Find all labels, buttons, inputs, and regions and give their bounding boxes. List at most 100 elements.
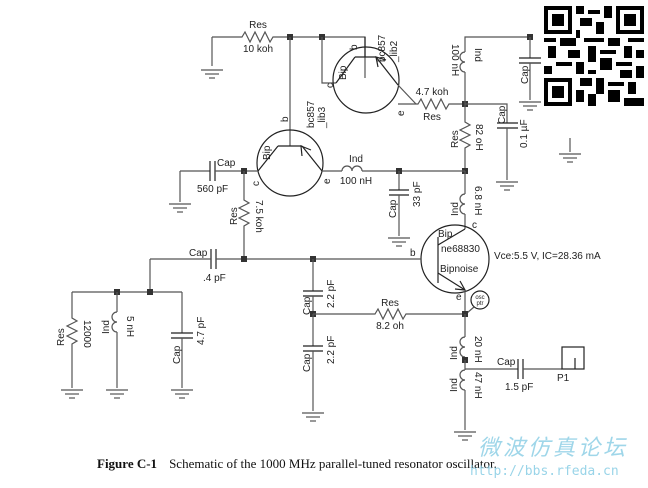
emitter-pin-label: e bbox=[322, 178, 333, 184]
oscillator-probe[interactable]: osc ptr bbox=[466, 290, 490, 314]
resistor-12000[interactable]: Res 12000 bbox=[56, 292, 92, 399]
capacitor-value-label: 2.2 pF bbox=[326, 336, 337, 364]
capacitor-4-7pf[interactable]: Cap 4.7 pF bbox=[170, 292, 207, 399]
model-label: bc857 bbox=[377, 34, 388, 62]
capacitor-type-label: Cap bbox=[497, 357, 516, 368]
capacitor-value-label: 4.7 pF bbox=[196, 317, 207, 345]
capacitor-type-label: Cap bbox=[388, 199, 399, 218]
capacitor-type-label: Cap bbox=[497, 105, 508, 124]
inductor-type-label: Ind bbox=[101, 320, 112, 334]
ground-icon bbox=[453, 431, 477, 441]
transistor-bc857-lib2[interactable]: b Bip c e bc857 _lib2 bbox=[325, 34, 417, 116]
capacitor-type-label: Cap bbox=[302, 296, 313, 315]
junction-dot bbox=[147, 289, 153, 295]
inductor-5nh[interactable]: Ind 5 nH bbox=[101, 292, 135, 399]
ground-icon bbox=[387, 237, 411, 247]
inductor-type-label: Ind bbox=[450, 202, 461, 216]
resistor-type-label: Res bbox=[229, 207, 240, 225]
inductor-value-label: 100 nH bbox=[449, 44, 460, 76]
resistor-type-label: Res bbox=[423, 112, 441, 123]
collector-pin-label: c bbox=[251, 181, 262, 186]
qr-code-icon bbox=[544, 6, 644, 106]
transistor-ne68830[interactable]: Bip ne68830 Bipnoise c b e bbox=[410, 220, 490, 303]
resistor-type-label: Res bbox=[56, 328, 67, 346]
model-label: ne68830 bbox=[441, 244, 480, 255]
resistor-type-label: Res bbox=[450, 130, 461, 148]
resistor-8-2ohm[interactable]: Res 8.2 oh bbox=[313, 298, 465, 332]
resistor-4-7koh[interactable]: 4.7 koh Res bbox=[398, 87, 465, 123]
transistor-bc857-lib3[interactable]: b Bip c e bc857 _lib3 bbox=[251, 100, 333, 197]
capacitor-type-label: Cap bbox=[520, 65, 531, 84]
bip-label: Bip bbox=[262, 145, 273, 160]
emitter-pin-label: e bbox=[396, 110, 407, 116]
resistor-type-label: Res bbox=[381, 298, 399, 309]
inductor-100nh-top[interactable]: 100 nH Ind bbox=[449, 36, 530, 104]
resistor-7-5koh[interactable]: Res 7.5 koh bbox=[229, 171, 264, 259]
inductor-type-label: Ind bbox=[472, 48, 483, 62]
emitter-pin-label: e bbox=[456, 292, 462, 303]
instance-label: _lib2 bbox=[389, 40, 400, 63]
capacitor-2-2pf-upper[interactable]: Cap 2.2 pF bbox=[302, 259, 337, 315]
capacitor-1-5pf[interactable]: Cap 1.5 pF bbox=[465, 357, 562, 393]
capacitor-value-label: 1.5 pF bbox=[505, 382, 533, 393]
capacitor-value-label: 0.1 µF bbox=[519, 119, 530, 148]
ground-icon bbox=[558, 153, 582, 163]
collector-pin-label: c bbox=[472, 220, 477, 231]
probe-label-line2: ptr bbox=[476, 301, 483, 307]
resistor-value-label: 8.2 oh bbox=[376, 321, 404, 332]
inductor-100nh-mid[interactable]: Ind 100 nH bbox=[322, 154, 465, 187]
inductor-type-label: Ind bbox=[449, 346, 460, 360]
resistor-value-label: 4.7 koh bbox=[416, 87, 449, 98]
ground-icon bbox=[200, 69, 224, 79]
inductor-value-label: 5 nH bbox=[124, 316, 135, 337]
capacitor-value-label: 33 pF bbox=[412, 181, 423, 207]
instance-label: _lib3 bbox=[317, 106, 328, 129]
ground-icon bbox=[168, 203, 192, 213]
capacitor-value-label: 560 pF bbox=[197, 184, 228, 195]
capacitor-2-2pf-lower[interactable]: Cap 2.2 pF bbox=[301, 314, 337, 422]
inductor-47nh[interactable]: Ind 47 nH bbox=[449, 360, 483, 441]
ground-icon bbox=[495, 181, 519, 191]
capacitor-value-label: .4 pF bbox=[203, 273, 226, 284]
ground-icon bbox=[170, 389, 194, 399]
figure-caption: Figure C-1 Schematic of the 1000 MHz para… bbox=[97, 456, 497, 472]
watermark-chinese: 微波仿真论坛 bbox=[478, 436, 629, 461]
ground-icon bbox=[60, 389, 84, 399]
inductor-6-8nh[interactable]: Ind 6.8 nH bbox=[450, 171, 483, 229]
capacitor-value-label: 2.2 pF bbox=[326, 280, 337, 308]
base-pin-label: b bbox=[349, 44, 360, 50]
capacitor-type-label: Cap bbox=[302, 353, 313, 372]
inductor-value-label: 20 nH bbox=[472, 336, 483, 363]
port-label: P1 bbox=[557, 373, 570, 384]
port-p1[interactable]: P1 bbox=[557, 346, 585, 384]
resistor-value-label: 7.5 koh bbox=[253, 200, 264, 233]
resistor-value-label: 12000 bbox=[81, 320, 92, 348]
ground-icon bbox=[518, 101, 542, 111]
inductor-20nh[interactable]: Ind 20 nH bbox=[449, 314, 483, 363]
collector-pin-label: c bbox=[325, 83, 336, 88]
base-pin-label: b bbox=[410, 248, 416, 259]
inductor-type-label: Ind bbox=[349, 154, 363, 165]
capacitor-type-label: Cap bbox=[189, 248, 208, 259]
inductor-value-label: 47 nH bbox=[472, 372, 483, 399]
model-label: bc857 bbox=[306, 100, 317, 128]
capacitor-type-label: Cap bbox=[172, 345, 183, 364]
junction-dot bbox=[241, 256, 247, 262]
bip-label: Bip bbox=[438, 229, 453, 240]
resistor-10koh[interactable]: Res 10 koh bbox=[200, 20, 290, 79]
inductor-type-label: Ind bbox=[449, 378, 460, 392]
capacitor-33pf[interactable]: Cap 33 pF bbox=[387, 171, 423, 247]
ground-icon bbox=[301, 412, 325, 422]
probe-label-line1: osc bbox=[475, 295, 484, 301]
figure-caption-text: Schematic of the 1000 MHz parallel-tuned… bbox=[169, 456, 497, 471]
capacitor-0-1uf[interactable]: Cap 0.1 µF bbox=[465, 103, 530, 191]
base-pin-label: b bbox=[280, 116, 291, 122]
capacitor-0-4pf[interactable]: Cap .4 pF bbox=[180, 248, 226, 284]
bias-annotation: Vce:5.5 V, IC=28.36 mA bbox=[494, 251, 601, 262]
resistor-value-label: 10 koh bbox=[243, 44, 273, 55]
resistor-82ohm[interactable]: Res 82 oH bbox=[450, 104, 484, 171]
figure-label: Figure C-1 bbox=[97, 456, 158, 471]
capacitor-560pf[interactable]: Cap 560 pF bbox=[168, 158, 258, 213]
capacitor-top-right[interactable]: Cap bbox=[518, 37, 542, 111]
